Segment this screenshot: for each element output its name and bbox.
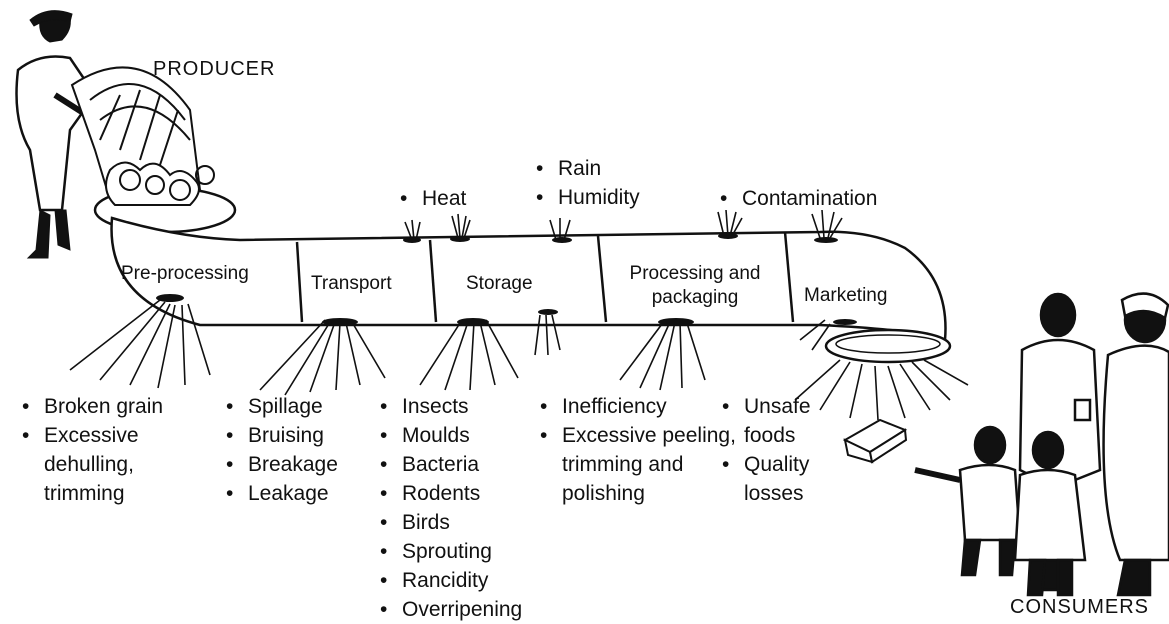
loss-text: Bacteria bbox=[402, 453, 480, 476]
bullet-glyph: • bbox=[540, 395, 548, 418]
list-item: • Quality losses bbox=[718, 450, 854, 508]
losses-storage: • Insects • Moulds • Bacteria • Rodents • Bir… bbox=[376, 392, 522, 624]
bullet-glyph: • bbox=[226, 453, 234, 476]
list-item: • Bacteria bbox=[376, 450, 522, 479]
factor-text: Humidity bbox=[558, 186, 640, 209]
loss-text: Broken grain bbox=[44, 395, 164, 418]
bullet-glyph: • bbox=[380, 424, 388, 447]
loss-text: Leakage bbox=[248, 482, 329, 505]
bullet-glyph: • bbox=[722, 453, 730, 476]
consumers-label: CONSUMERS bbox=[1010, 596, 1150, 618]
bullet-glyph: • bbox=[380, 511, 388, 534]
producer-label: PRODUCER bbox=[153, 58, 276, 80]
bullet-glyph: • bbox=[380, 598, 388, 621]
top-factors-rain-humidity: • Rain • Humidity bbox=[532, 154, 640, 212]
loss-text: Sprouting bbox=[402, 540, 492, 563]
bullet-glyph: • bbox=[380, 453, 388, 476]
loss-text: Moulds bbox=[402, 424, 470, 447]
list-item: • Spillage bbox=[222, 392, 338, 421]
loss-text: Overripening bbox=[402, 598, 523, 621]
list-item: • Leakage bbox=[222, 479, 338, 508]
list-item: • Rodents bbox=[376, 479, 522, 508]
bullet-glyph: • bbox=[400, 187, 408, 210]
bullet-glyph: • bbox=[536, 157, 544, 180]
factor-text: Contamination bbox=[742, 187, 878, 210]
losses-transport: • Spillage • Bruising • Breakage • Leakage bbox=[222, 392, 338, 508]
top-factors-heat: • Heat bbox=[396, 184, 466, 213]
loss-text: Insects bbox=[402, 395, 469, 418]
loss-text: Breakage bbox=[248, 453, 338, 476]
list-item: • Birds bbox=[376, 508, 522, 537]
list-item: • Contamination bbox=[716, 184, 877, 213]
bullet-glyph: • bbox=[380, 540, 388, 563]
losses-marketing: • Unsafe foods • Quality losses bbox=[718, 392, 854, 508]
loss-text: Quality losses bbox=[744, 453, 810, 505]
loss-text: Rodents bbox=[402, 482, 481, 505]
bullet-glyph: • bbox=[536, 186, 544, 209]
top-factors-contamination: • Contamination bbox=[716, 184, 877, 213]
bullet-glyph: • bbox=[380, 569, 388, 592]
basket bbox=[70, 66, 237, 234]
stage-pre-processing: Pre-processing bbox=[121, 263, 249, 284]
stage-storage: Storage bbox=[466, 273, 533, 294]
loss-text: Excessive dehulling, trimming bbox=[44, 424, 139, 505]
list-item: • Excessive dehulling, trimming bbox=[18, 421, 194, 508]
list-item: • Heat bbox=[396, 184, 466, 213]
loss-text: Spillage bbox=[248, 395, 323, 418]
bottom-leak-rays bbox=[69, 299, 969, 421]
list-item: • Inefficiency bbox=[536, 392, 738, 421]
factor-text: Rain bbox=[558, 157, 602, 180]
consumers-figures bbox=[914, 292, 1169, 597]
loss-text: Bruising bbox=[248, 424, 324, 447]
list-item: • Humidity bbox=[532, 183, 640, 212]
loss-text: Rancidity bbox=[402, 569, 489, 592]
list-item: • Breakage bbox=[222, 450, 338, 479]
loss-text: Excessive peeling, trimming and polishin… bbox=[562, 424, 736, 505]
bullet-glyph: • bbox=[22, 424, 30, 447]
leak-splashes bbox=[156, 233, 857, 326]
stage-transport: Transport bbox=[311, 273, 392, 294]
factor-text: Heat bbox=[422, 187, 467, 210]
bullet-glyph: • bbox=[540, 424, 548, 447]
bullet-glyph: • bbox=[226, 395, 234, 418]
bullet-glyph: • bbox=[380, 395, 388, 418]
list-item: •Excessive peeling, trimming and polishi… bbox=[536, 421, 738, 508]
list-item: • Bruising bbox=[222, 421, 338, 450]
loss-text: Birds bbox=[402, 511, 450, 534]
stage-processing-packaging: Processing and packaging bbox=[629, 263, 761, 308]
dropped-package-icon bbox=[842, 418, 908, 464]
bullet-glyph: • bbox=[226, 424, 234, 447]
stage-marketing: Marketing bbox=[804, 285, 888, 306]
loss-text: Unsafe foods bbox=[744, 395, 811, 447]
list-item: • Sprouting bbox=[376, 537, 522, 566]
list-item: • Broken grain bbox=[18, 392, 194, 421]
list-item: • Overripening bbox=[376, 595, 522, 624]
bullet-glyph: • bbox=[22, 395, 30, 418]
bullet-glyph: • bbox=[226, 482, 234, 505]
list-item: • Insects bbox=[376, 392, 522, 421]
losses-pre-processing: • Broken grain • Excessive dehulling, trim… bbox=[18, 392, 194, 508]
losses-processing-packaging: •Inefficiency •Excessive peeling, trimmi… bbox=[536, 392, 738, 508]
list-item: • Rain bbox=[532, 154, 640, 183]
bullet-glyph: • bbox=[720, 187, 728, 210]
pipeline bbox=[110, 216, 952, 364]
bullet-glyph: • bbox=[722, 395, 730, 418]
top-leak-rays bbox=[404, 209, 843, 241]
list-item: • Unsafe foods bbox=[718, 392, 854, 450]
bullet-glyph: • bbox=[380, 482, 388, 505]
list-item: • Rancidity bbox=[376, 566, 522, 595]
list-item: • Moulds bbox=[376, 421, 522, 450]
loss-text: Inefficiency bbox=[562, 395, 667, 418]
